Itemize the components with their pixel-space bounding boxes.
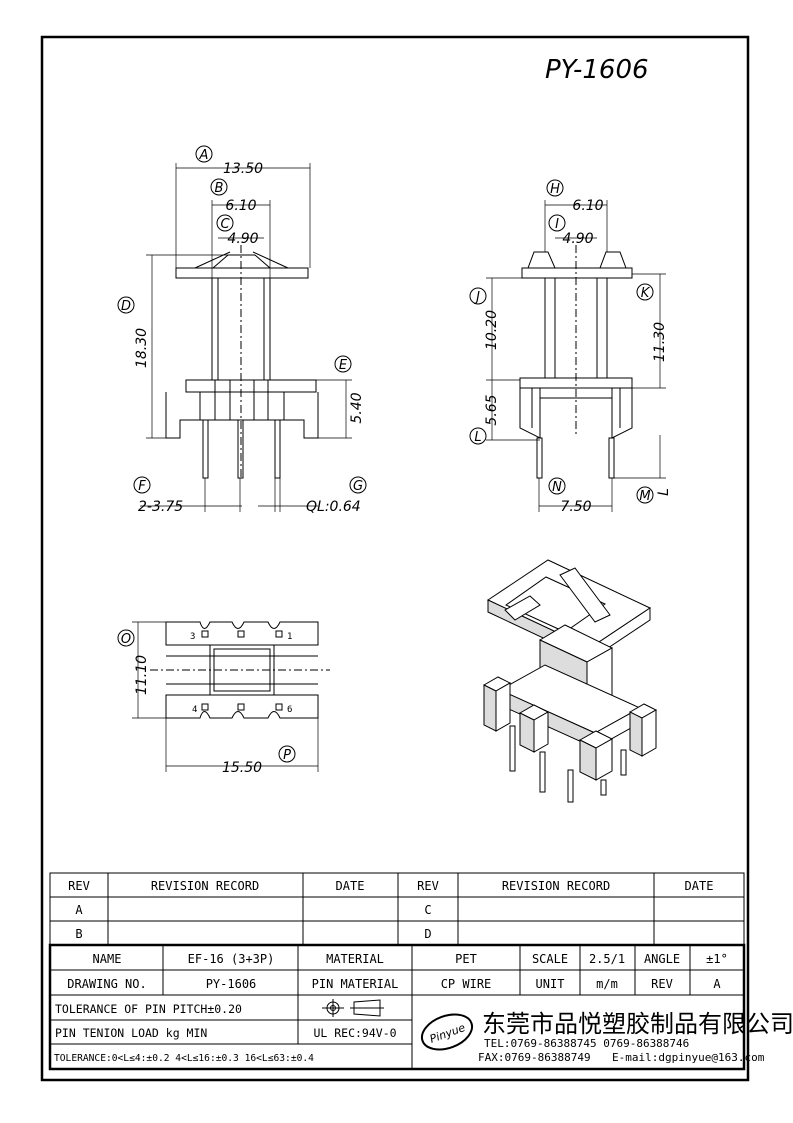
svg-text:D: D	[121, 299, 131, 314]
rev-header-1: REV	[68, 879, 90, 893]
pin-number-6: 6	[287, 705, 292, 715]
callout-J: J	[469, 287, 487, 305]
callout-E: E	[334, 355, 352, 373]
svg-text:J: J	[473, 290, 480, 305]
pin-number-4: 4	[192, 705, 197, 715]
callout-N: N	[548, 477, 566, 495]
date-header-2: DATE	[685, 879, 714, 893]
projection-symbol-icon	[322, 999, 384, 1017]
callout-B: B	[210, 178, 228, 196]
angle-value: ±1°	[706, 952, 728, 966]
dim-O: 11.10	[134, 655, 150, 695]
drawing-no-label: DRAWING NO.	[67, 977, 146, 991]
dim-A: 13.50	[223, 161, 263, 177]
name-value: EF-16 (3+3P)	[188, 952, 275, 966]
pin-number-1: 1	[287, 632, 292, 642]
svg-text:H: H	[550, 182, 560, 197]
tolerance-general: TOLERANCE:0<L≤4:±0.2 4<L≤16:±0.3 16<L≤63…	[54, 1053, 314, 1064]
part-number: PY-1606	[545, 55, 649, 85]
svg-text:B: B	[215, 181, 224, 196]
callout-D: D	[117, 296, 135, 314]
dim-E: 5.40	[349, 392, 365, 423]
unit-value: m/m	[596, 977, 618, 991]
title-block	[48, 943, 746, 1071]
rev-value: A	[713, 977, 721, 991]
angle-label: ANGLE	[644, 952, 680, 966]
dim-M: L	[656, 488, 672, 496]
svg-text:P: P	[283, 748, 291, 763]
callout-M: M	[636, 486, 654, 504]
svg-text:A: A	[199, 148, 209, 163]
revision-record-header-2: REVISION RECORD	[502, 879, 610, 893]
dim-P: 15.50	[222, 760, 262, 776]
dim-N: 7.50	[560, 499, 591, 515]
company-name: 东莞市品悦塑胶制品有限公司	[482, 1010, 793, 1038]
dim-D: 18.30	[134, 328, 150, 368]
dim-G: QL:0.64	[306, 499, 361, 515]
name-label: NAME	[93, 952, 122, 966]
bottom-view	[132, 621, 330, 772]
drawing-no-value: PY-1606	[206, 977, 257, 991]
dim-C: 4.90	[227, 231, 258, 247]
callout-K: K	[636, 283, 654, 301]
svg-text:N: N	[552, 480, 562, 495]
dim-B: 6.10	[225, 198, 256, 214]
rev-label: REV	[651, 977, 673, 991]
drawing-border	[40, 35, 750, 1082]
front-view	[140, 163, 352, 512]
scale-label: SCALE	[532, 952, 568, 966]
callout-F: F	[133, 476, 151, 494]
revision-record-header-1: REVISION RECORD	[151, 879, 259, 893]
callout-A: A	[195, 145, 213, 163]
date-header-1: DATE	[336, 879, 365, 893]
tolerance-pin-pitch: TOLERANCE OF PIN PITCH±0.20	[55, 1002, 242, 1016]
pin-tension-load: PIN TENION LOAD kg MIN	[55, 1026, 207, 1040]
callout-G: G	[349, 476, 367, 494]
material-value: PET	[455, 952, 477, 966]
rev-d: D	[424, 927, 431, 941]
revision-table	[49, 872, 745, 946]
fax: FAX:0769-86388749	[478, 1051, 591, 1064]
isometric-view	[482, 559, 658, 803]
material-label: MATERIAL	[326, 952, 384, 966]
callout-H: H	[546, 179, 564, 197]
pin-number-3: 3	[190, 632, 195, 642]
callout-C: C	[216, 214, 234, 232]
svg-text:C: C	[220, 217, 230, 232]
dim-L: 5.65	[484, 394, 500, 425]
pin-material-label: PIN MATERIAL	[312, 977, 399, 991]
svg-text:G: G	[353, 479, 363, 494]
pinyue-logo: Pinyue	[420, 1013, 474, 1051]
dim-K: 11.30	[652, 322, 668, 362]
callout-P: P	[278, 745, 296, 763]
dim-F: 2-3.75	[138, 499, 183, 515]
rev-b: B	[75, 927, 82, 941]
svg-text:M: M	[639, 489, 650, 504]
svg-text:F: F	[138, 479, 146, 494]
callout-L: L	[469, 427, 487, 445]
pin-material-value: CP WIRE	[441, 977, 492, 991]
svg-text:L: L	[474, 430, 481, 445]
dim-J: 10.20	[484, 310, 500, 350]
rev-header-2: REV	[417, 879, 439, 893]
rev-c: C	[424, 903, 431, 917]
rev-a: A	[75, 903, 83, 917]
email: E-mail:dgpinyue@163.com	[612, 1051, 765, 1064]
svg-text:K: K	[641, 286, 651, 301]
unit-label: UNIT	[536, 977, 565, 991]
ul-rec: UL REC:94V-0	[313, 1026, 396, 1040]
side-view	[486, 200, 666, 512]
dim-I: 4.90	[562, 231, 593, 247]
callout-I: I	[548, 214, 566, 232]
dim-H: 6.10	[572, 198, 603, 214]
svg-text:I: I	[555, 217, 559, 232]
telephone: TEL:0769-86388745 0769-86388746	[484, 1037, 689, 1050]
svg-text:E: E	[339, 358, 348, 373]
svg-text:O: O	[121, 632, 131, 647]
scale-value: 2.5/1	[589, 952, 625, 966]
callout-O: O	[117, 629, 135, 647]
